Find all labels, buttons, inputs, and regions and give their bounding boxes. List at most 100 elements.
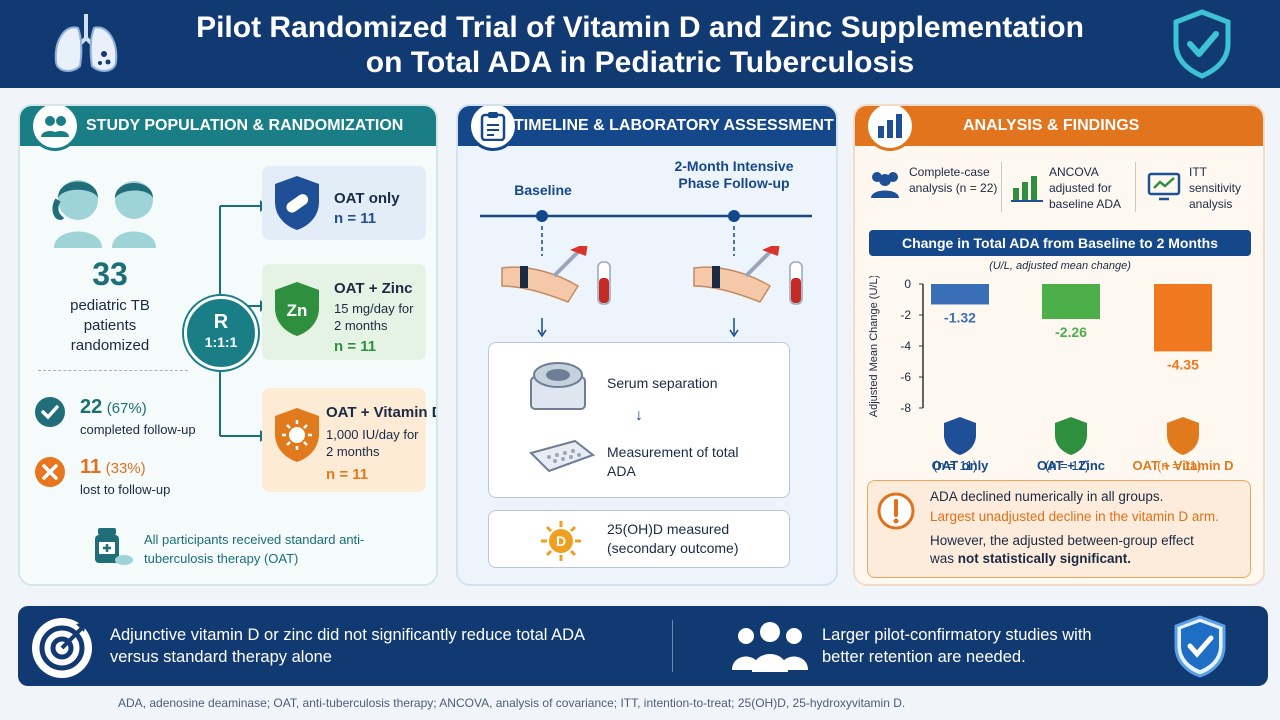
- bar-chart-icon: [865, 106, 915, 151]
- divider: [672, 620, 673, 672]
- chart-subtitle: (U/L, adjusted mean change): [989, 260, 1131, 272]
- svg-text:D: D: [556, 533, 566, 549]
- arm-name: OAT only: [334, 190, 400, 207]
- target-icon: [32, 618, 92, 678]
- callout-line-2: Largest unadjusted decline in the vitami…: [930, 509, 1219, 524]
- capsule-shield-icon: [275, 176, 319, 230]
- secondary-outcome-box: D 25(OH)D measured (secondary outcome): [488, 510, 790, 568]
- divider: [38, 370, 188, 371]
- analysis-panel: ANALYSIS & FINDINGS Complete-case analys…: [853, 104, 1265, 586]
- y-tick-label: -4: [900, 339, 911, 353]
- footnote: ADA, adenosine deaminase; OAT, anti-tube…: [118, 696, 906, 710]
- arm-card-oat-zinc: Zn OAT + Zinc 15 mg/day for 2 months n =…: [262, 264, 426, 360]
- data-label: -1.32: [944, 309, 976, 325]
- bar-2: [1154, 284, 1212, 352]
- total-randomized-count: 33: [92, 256, 128, 292]
- arm-n: n = 11: [334, 338, 377, 355]
- medicine-bottle-icon: [95, 528, 133, 565]
- lost-stat: 11 (33%): [80, 456, 146, 478]
- study-population-panel: STUDY POPULATION & RANDOMIZATION 33 pedi…: [18, 104, 438, 586]
- svg-text:Zn: Zn: [287, 301, 308, 320]
- chart-title: Change in Total ADA from Baseline to 2 M…: [869, 230, 1251, 256]
- y-tick-label: -6: [900, 370, 911, 384]
- followup-label: 2-Month Intensive Phase Follow-up: [674, 158, 794, 191]
- title-line-2: on Total ADA in Pediatric Tuberculosis: [365, 46, 915, 79]
- timeline-graphic: [480, 210, 812, 338]
- callout-line-4: was not statistically significant.: [930, 551, 1132, 566]
- method-ancova: ANCOVA adjusted for baseline ADA: [1049, 165, 1122, 211]
- arm-card-oat-only: OAT only n = 11: [262, 166, 426, 240]
- blood-draw-icon: [693, 246, 803, 305]
- page-title: Pilot Randomized Trial of Vitamin D and …: [160, 10, 1120, 80]
- timeline-panel: TIMELINE & LABORATORY ASSESSMENT Baselin…: [456, 104, 838, 586]
- arm-name: OAT + Zinc: [334, 280, 413, 297]
- arm-card-oat-vitamin-d: OAT + Vitamin D 1,000 IU/day for 2 month…: [262, 388, 436, 492]
- callout-line-1: ADA declined numerically in all groups.: [930, 489, 1164, 504]
- clipboard-icon: [468, 106, 518, 151]
- zinc-shield-icon: [1055, 417, 1087, 455]
- method-complete-case: Complete-case analysis (n = 22): [909, 165, 998, 195]
- conclusion-left: Adjunctive vitamin D or zinc did not sig…: [110, 626, 585, 666]
- category-n: (n = 11): [1045, 458, 1090, 473]
- divider: [1001, 162, 1002, 212]
- cross-circle-icon: [35, 457, 65, 487]
- capsule-shield-icon: [944, 417, 976, 455]
- people-icon: [30, 106, 80, 151]
- sun-shield-icon: [275, 408, 319, 462]
- people-icon: [732, 622, 808, 672]
- category-label: OAT + Vitamin D: [1132, 458, 1233, 473]
- category-label: OAT only: [932, 458, 990, 473]
- title-line-1: Pilot Randomized Trial of Vitamin D and …: [196, 11, 1084, 44]
- data-label: -4.35: [1167, 356, 1199, 372]
- lungs-icon: [54, 14, 118, 72]
- ada-change-chart: 0 -2 -4 -6 -8 Adjusted Mean Change (U/L) -1.32…: [868, 276, 1234, 473]
- completed-stat: 22 (67%): [80, 396, 147, 418]
- centrifuge-icon: [530, 362, 586, 410]
- lab-process-box: Serum separation ↓ Measurement of total …: [488, 342, 790, 498]
- bar-1: [1042, 284, 1100, 320]
- arm-dose: 15 mg/day for 2 months: [334, 301, 414, 333]
- y-tick-label: -2: [900, 308, 911, 322]
- arm-n: n = 11: [334, 210, 377, 227]
- total-randomized-label: pediatric TB patients randomized: [70, 297, 150, 354]
- callout-line-3: However, the adjusted between-group effe…: [930, 533, 1194, 548]
- microplate-icon: [529, 439, 595, 473]
- monitor-chart-icon: [1147, 172, 1181, 201]
- method-itt: ITT sensitivity analysis: [1189, 165, 1242, 211]
- conclusion-right: Larger pilot-confirmatory studies with b…: [822, 626, 1092, 666]
- y-tick-label: -8: [900, 401, 911, 415]
- shield-check-icon: [1174, 615, 1226, 678]
- down-arrow-icon: ↓: [635, 407, 643, 424]
- lost-label: lost to follow-up: [80, 482, 171, 497]
- category-label: OAT + Zinc: [1037, 458, 1105, 473]
- check-circle-icon: [35, 397, 65, 427]
- panel-heading: STUDY POPULATION & RANDOMIZATION: [20, 106, 436, 151]
- y-tick-label: 0: [904, 277, 911, 291]
- randomization-badge: R 1:1:1: [184, 296, 258, 370]
- category-n: (n = 11): [1157, 458, 1202, 473]
- data-label: -2.26: [1055, 324, 1087, 340]
- conclusion-banner: Adjunctive vitamin D or zinc did not sig…: [18, 606, 1268, 686]
- ada-measurement-label: Measurement of total ADA: [607, 444, 739, 479]
- arm-name: OAT + Vitamin D: [326, 404, 438, 421]
- zinc-shield-icon: Zn: [275, 282, 319, 336]
- y-axis-label: Adjusted Mean Change (U/L): [868, 276, 880, 417]
- arm-n: n = 11: [326, 466, 369, 483]
- category-n-labels: (n = 11) (n = 11) (n = 11): [859, 458, 1259, 476]
- baseline-label: Baseline: [514, 182, 572, 198]
- category-n: (n = 11): [933, 458, 978, 473]
- alert-icon: [877, 492, 915, 530]
- completed-label: completed follow-up: [80, 422, 196, 437]
- serum-separation-label: Serum separation: [607, 375, 718, 391]
- children-icon: [52, 180, 156, 248]
- blood-draw-icon: [501, 246, 611, 305]
- shield-check-icon: [1173, 9, 1231, 79]
- arm-dose: 1,000 IU/day for 2 months: [326, 427, 419, 459]
- people-icon: [871, 172, 899, 198]
- panel-heading: ANALYSIS & FINDINGS: [855, 106, 1263, 151]
- secondary-outcome-label: 25(OH)D measured (secondary outcome): [607, 521, 739, 556]
- vitamin-d-sun-icon: D: [541, 521, 581, 561]
- bar-0: [931, 284, 989, 305]
- divider: [1135, 162, 1136, 212]
- panel-heading: TIMELINE & LABORATORY ASSESSMENT: [458, 106, 836, 151]
